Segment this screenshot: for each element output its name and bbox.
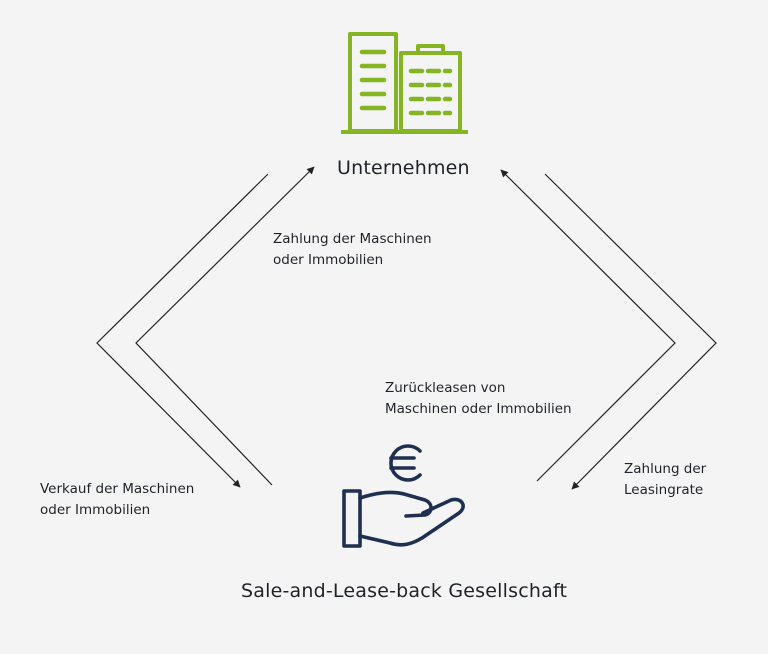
leaseback-label: Zurückleasen von Maschinen oder Immobili… [385, 378, 572, 420]
euro-hand-icon [342, 444, 465, 548]
leasing-rate-label: Zahlung der Leasingrate [624, 459, 706, 501]
arrow-leaseback [500, 169, 676, 482]
company-label: Unternehmen [337, 157, 470, 179]
leasing-rate-label-line-2: Leasingrate [624, 482, 704, 498]
arrow-payment-machines [135, 166, 315, 486]
payment-machines-label-line-1: Zahlung der Maschinen [273, 231, 432, 247]
sale-label: Verkauf der Maschinen oder Immobilien [40, 479, 194, 521]
office-building-icon [341, 32, 468, 134]
sale-label-line-2: oder Immobilien [40, 502, 151, 518]
leaseback-label-line-2: Maschinen oder Immobilien [385, 401, 572, 417]
arrow-sale [96, 173, 269, 488]
lessor-label: Sale-and-Lease-back Gesellschaft [241, 580, 568, 602]
payment-machines-label: Zahlung der Maschinen oder Immobilien [273, 229, 432, 271]
leaseback-label-line-1: Zurückleasen von [385, 380, 506, 396]
arrow-leasing-rate [544, 173, 717, 490]
leasing-rate-label-line-1: Zahlung der [624, 461, 707, 477]
sale-label-line-1: Verkauf der Maschinen [40, 481, 195, 497]
payment-machines-label-line-2: oder Immobilien [273, 252, 384, 268]
